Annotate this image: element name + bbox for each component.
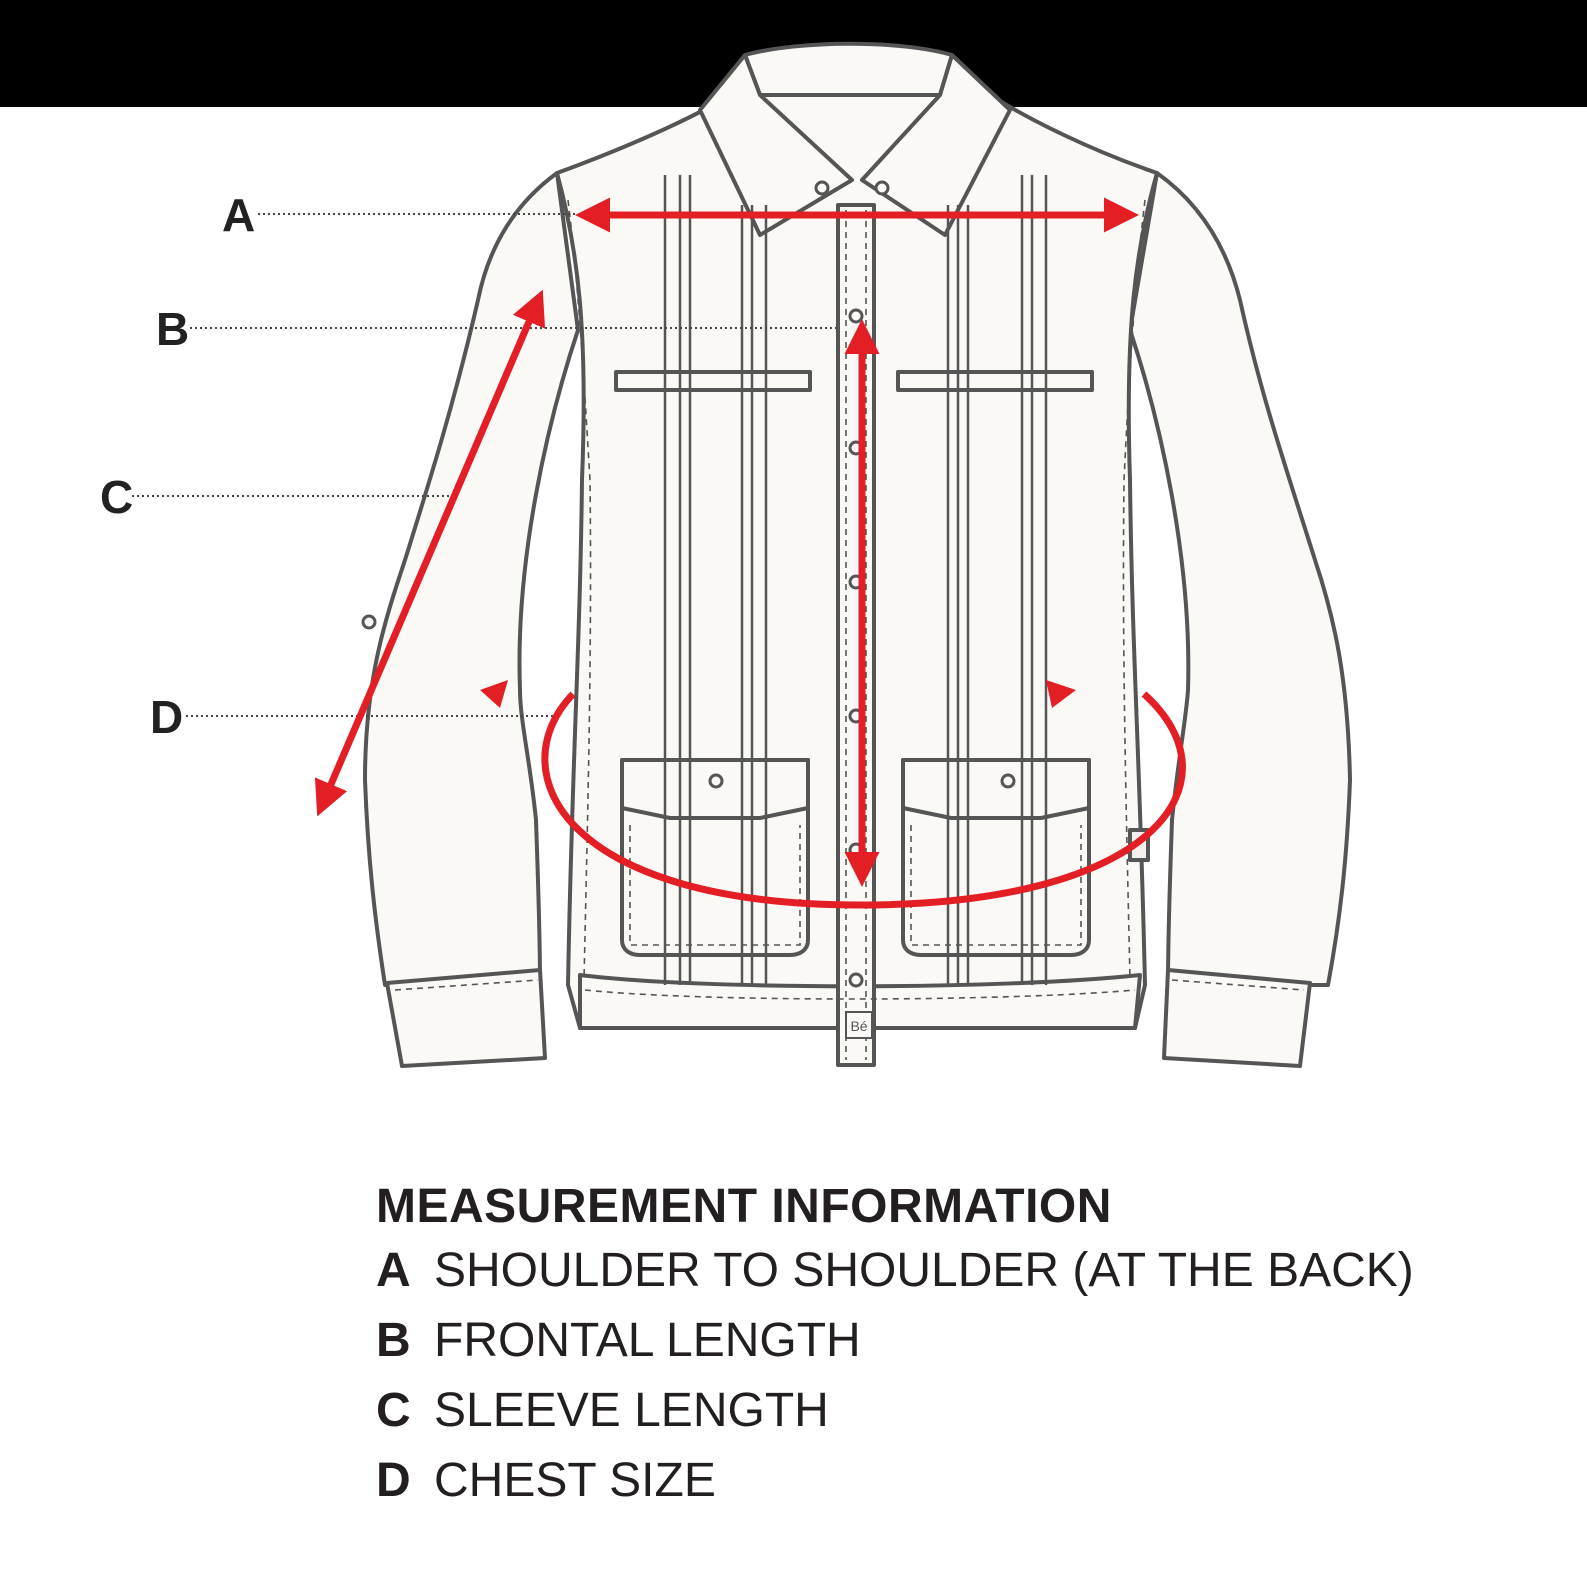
info-text: SLEEVE LENGTH [434, 1384, 829, 1437]
button [814, 180, 830, 196]
right-cuff [1162, 968, 1312, 1068]
info-title: MEASUREMENT INFORMATION [376, 1180, 1112, 1233]
info-row-d: D CHEST SIZE [376, 1446, 1414, 1516]
info-row-c: C SLEEVE LENGTH [376, 1376, 1414, 1446]
right-chest-welt [896, 370, 1094, 392]
measure-c-arrow [314, 289, 546, 817]
left-arrowhead [480, 680, 508, 708]
left-cuff [385, 968, 547, 1068]
placket [836, 203, 876, 1067]
right-sleeve [1128, 171, 1352, 987]
button [848, 308, 864, 324]
label-c: C [100, 471, 134, 523]
label-d: D [150, 691, 184, 743]
info-text: CHEST SIZE [434, 1454, 716, 1507]
left-sleeve [363, 171, 580, 987]
button [848, 972, 864, 988]
info-row-a: A SHOULDER TO SHOULDER (AT THE BACK) [376, 1236, 1414, 1306]
label-b: B [156, 303, 190, 355]
info-text: SHOULDER TO SHOULDER (AT THE BACK) [434, 1244, 1414, 1297]
left-pocket-flap [620, 758, 810, 820]
info-letter: A [376, 1244, 411, 1297]
info-letter: D [376, 1454, 411, 1507]
right-pocket-flap [901, 758, 1091, 820]
right-arrowhead [1046, 680, 1076, 708]
button [361, 614, 377, 630]
shirt-illustration [363, 41, 1352, 1068]
collar-stand [743, 41, 954, 97]
measure-d-arc [541, 691, 1186, 909]
left-chest-welt [614, 370, 812, 392]
label-a: A [222, 189, 256, 241]
info-row-b: B FRONTAL LENGTH [376, 1306, 1414, 1376]
button [874, 180, 890, 196]
info-text: FRONTAL LENGTH [434, 1314, 861, 1367]
placket-logo: Bé [845, 1011, 873, 1039]
info-letter: B [376, 1314, 411, 1367]
chest-arrowheads [480, 680, 1076, 708]
logo-text: Bé [850, 1018, 867, 1034]
measurements [314, 197, 1186, 909]
shirt-details [663, 175, 1048, 985]
measurement-info: MEASUREMENT INFORMATION A SHOULDER TO SH… [376, 1178, 1414, 1516]
button [708, 773, 724, 789]
info-letter: C [376, 1384, 411, 1437]
button [1000, 773, 1016, 789]
